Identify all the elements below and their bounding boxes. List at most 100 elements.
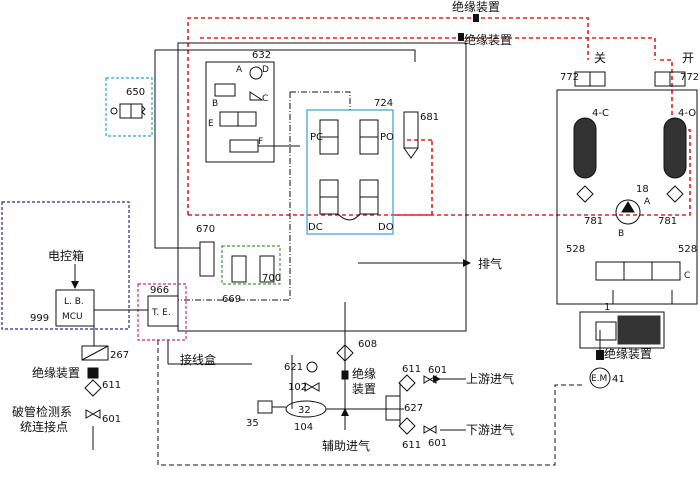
label-e: E bbox=[208, 119, 214, 129]
valve-632-internals bbox=[214, 66, 300, 153]
lb-mcu-block bbox=[55, 289, 95, 327]
num-18: 18 bbox=[636, 184, 649, 195]
label-4c: 4-C bbox=[592, 108, 609, 119]
num-999: 999 bbox=[30, 313, 49, 324]
label-lb: L. B. bbox=[64, 297, 84, 307]
label-a2: A bbox=[644, 197, 651, 207]
num-104: 104 bbox=[294, 422, 313, 433]
right-actuator-frame bbox=[556, 89, 698, 305]
label-insulation-top2: 绝缘装置 bbox=[464, 32, 512, 47]
insulation-marker-top2 bbox=[458, 33, 464, 41]
te-pink-box bbox=[137, 283, 187, 341]
gas-bottles bbox=[573, 117, 687, 179]
label-b2: B bbox=[618, 229, 624, 239]
label-mcu: MCU bbox=[62, 312, 83, 322]
left-filter-stack bbox=[84, 367, 102, 450]
num-650: 650 bbox=[126, 87, 145, 98]
valve-632-box bbox=[205, 61, 275, 163]
aux-air-system bbox=[257, 302, 404, 430]
motor-41 bbox=[589, 367, 611, 389]
num-32: 32 bbox=[298, 405, 311, 416]
main-housing-frame bbox=[154, 42, 467, 332]
valves-669-700 bbox=[231, 255, 275, 283]
label-insulation-right: 绝缘装置 bbox=[604, 346, 652, 361]
label-insulation-left: 绝缘装置 bbox=[32, 365, 80, 380]
label-pipe-burst2: 统连接点 bbox=[20, 419, 68, 434]
connector-267-slash bbox=[81, 345, 109, 361]
valve-670 bbox=[199, 241, 215, 277]
num-601c: 601 bbox=[428, 438, 447, 449]
num-528b: 528 bbox=[678, 244, 697, 255]
num-611c: 611 bbox=[402, 440, 421, 451]
label-close: 关 bbox=[594, 51, 606, 65]
num-267: 267 bbox=[110, 350, 129, 361]
label-c: C bbox=[262, 94, 268, 104]
valves-772 bbox=[574, 71, 686, 87]
num-670: 670 bbox=[196, 224, 215, 235]
num-627: 627 bbox=[404, 403, 423, 414]
directional-valve bbox=[595, 261, 681, 281]
num-621: 621 bbox=[284, 362, 303, 373]
label-junction-box: 接线盒 bbox=[180, 352, 216, 367]
label-pipe-burst: 破管检测系 bbox=[12, 404, 72, 419]
label-insulation-top1: 绝缘装置 bbox=[452, 0, 500, 14]
label-po: PO bbox=[380, 132, 394, 143]
num-700: 700 bbox=[262, 273, 281, 284]
label-downstream-intake: 下游进气 bbox=[466, 422, 514, 437]
label-d: D bbox=[262, 65, 269, 75]
intake-filters bbox=[385, 374, 466, 435]
num-41: 41 bbox=[612, 374, 625, 385]
num-632: 632 bbox=[252, 50, 271, 61]
label-do: DO bbox=[378, 222, 394, 233]
label-open: 开 bbox=[682, 51, 694, 65]
num-1: 1 bbox=[604, 302, 610, 313]
num-35: 35 bbox=[246, 418, 259, 429]
num-781b: 781 bbox=[658, 216, 677, 227]
label-c2: C bbox=[684, 271, 690, 281]
num-772b: 772 bbox=[680, 72, 699, 83]
label-pc: PC bbox=[310, 132, 323, 143]
num-608: 608 bbox=[358, 339, 377, 350]
num-724: 724 bbox=[374, 98, 393, 109]
num-669: 669 bbox=[222, 294, 241, 305]
label-b: B bbox=[212, 99, 218, 109]
bottom-dashed-signal-line bbox=[157, 340, 585, 466]
num-601a: 601 bbox=[102, 414, 121, 425]
valve-bank-724 bbox=[319, 119, 379, 221]
label-aux-intake: 辅助进气 bbox=[322, 438, 370, 453]
valve-650-box bbox=[105, 77, 153, 137]
label-te: T. E. bbox=[151, 308, 171, 318]
label-4o: 4-O bbox=[678, 108, 696, 119]
num-601b: 601 bbox=[428, 365, 447, 376]
num-681: 681 bbox=[420, 112, 439, 123]
num-611b: 611 bbox=[402, 364, 421, 375]
valve-650 bbox=[110, 103, 146, 119]
label-insulation-mid1: 绝缘 bbox=[352, 366, 376, 381]
pump-18 bbox=[615, 199, 641, 225]
bottle-filters bbox=[576, 185, 684, 203]
insulation-marker-top bbox=[473, 14, 479, 22]
dash-dot-control-line bbox=[175, 91, 351, 301]
label-upstream-intake: 上游进气 bbox=[466, 371, 514, 386]
label-f: F bbox=[258, 137, 263, 147]
actuator-cylinder bbox=[579, 311, 665, 360]
label-control-box: 电控箱 bbox=[48, 248, 84, 263]
num-966: 966 bbox=[150, 285, 169, 296]
num-772a: 772 bbox=[560, 72, 579, 83]
label-a: A bbox=[236, 65, 243, 75]
label-em: E.M bbox=[591, 374, 607, 384]
label-dc: DC bbox=[308, 222, 323, 233]
insulation-marker-right bbox=[596, 350, 604, 360]
num-611a: 611 bbox=[102, 380, 121, 391]
num-102: 102 bbox=[288, 382, 307, 393]
valve-group-green-box bbox=[221, 245, 281, 285]
label-insulation-mid2: 装置 bbox=[352, 382, 376, 396]
num-781a: 781 bbox=[584, 216, 603, 227]
control-box-frame bbox=[1, 201, 130, 330]
num-528a: 528 bbox=[566, 244, 585, 255]
valve-681 bbox=[403, 111, 419, 159]
label-exhaust: 排气 bbox=[478, 256, 502, 271]
te-block bbox=[147, 295, 179, 327]
